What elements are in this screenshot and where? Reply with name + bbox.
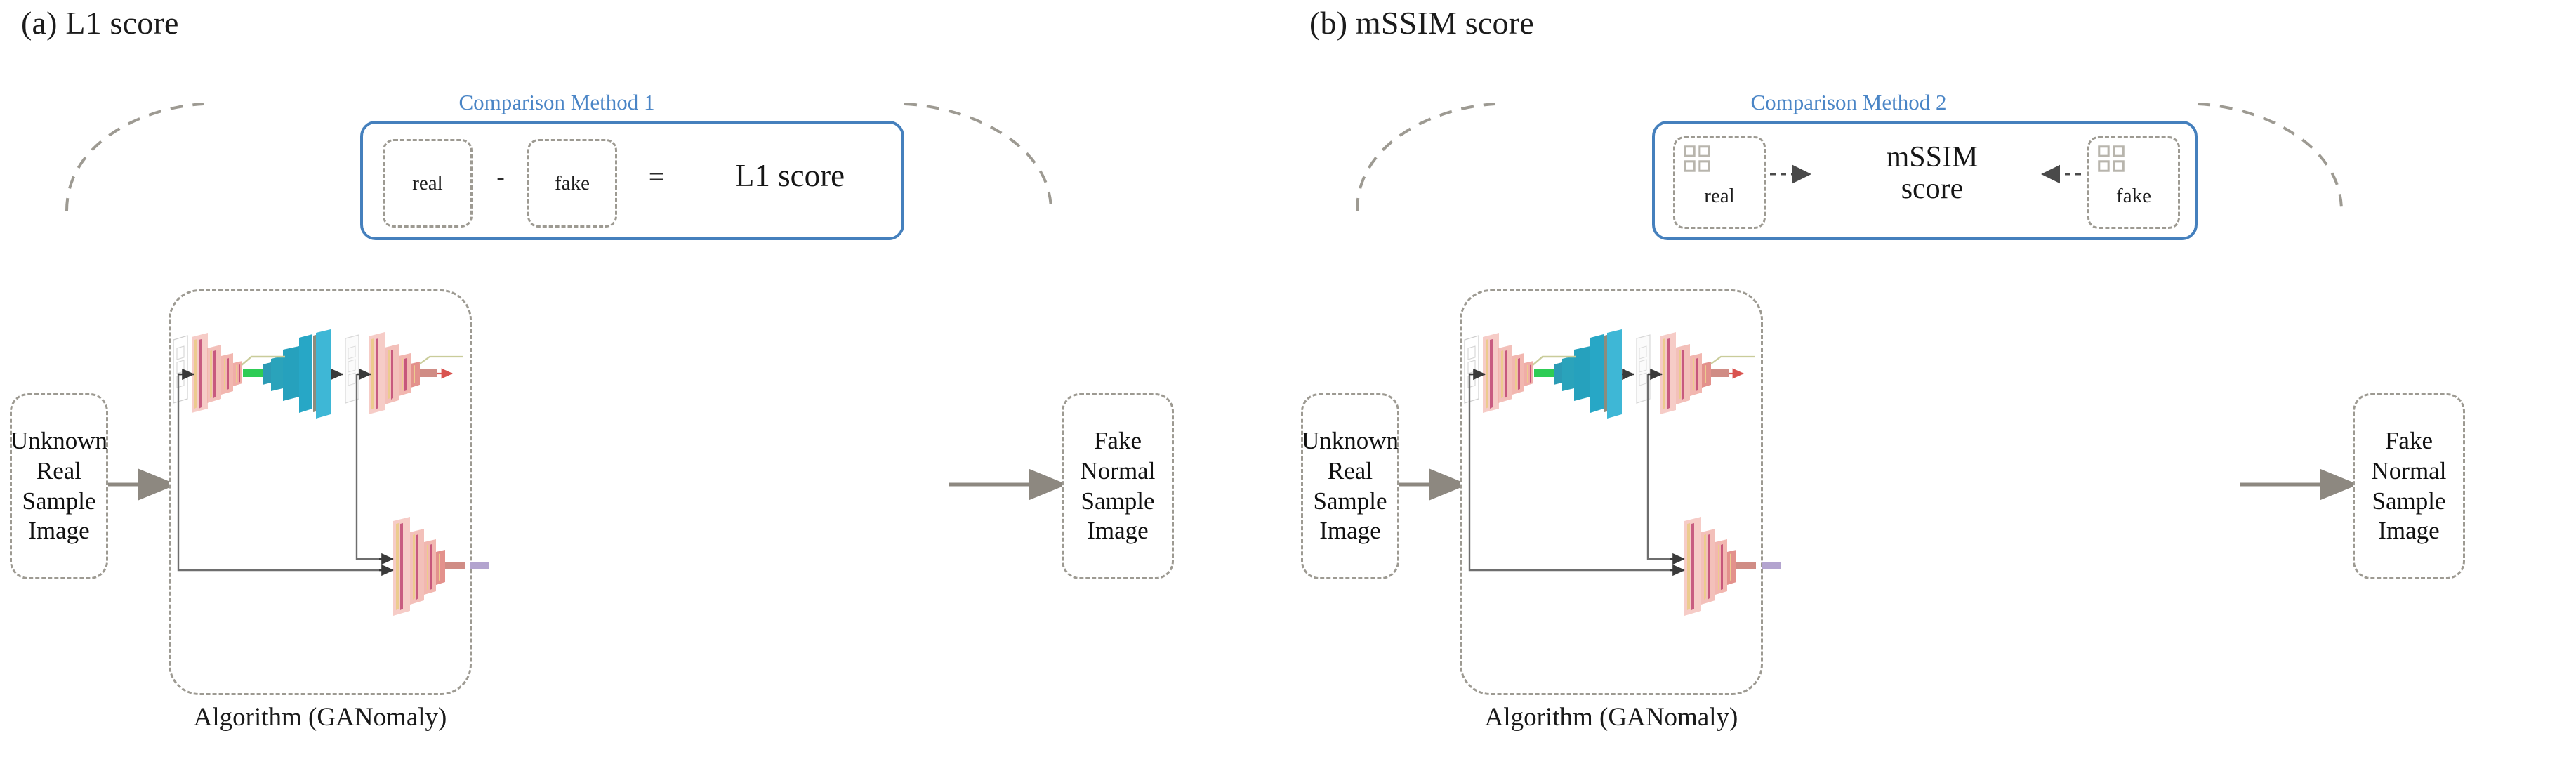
encoder2-block-2 [1676, 344, 1690, 404]
panel-b-ganomaly-network [1464, 329, 1781, 616]
panel-a-algorithm-label: Algorithm (GANomaly) [193, 703, 447, 732]
discriminator-block-1 [1684, 517, 1701, 616]
encoder2-block-3 [399, 353, 411, 396]
panel-b-title: (b) mSSIM score [1309, 5, 1534, 41]
discriminator-score-bar [470, 562, 489, 569]
panel-a-score-result: L1 score [734, 158, 845, 193]
panel-b-comparison-box: real mSSIM score [1652, 121, 2198, 240]
encoder-block-2 [1498, 345, 1512, 403]
panel-a-comparison-caption: Comparison Method 1 [458, 90, 655, 114]
latent-vector-z-hat [420, 369, 437, 377]
encoder2-block-1 [1660, 332, 1676, 414]
decoder-block-2 [271, 356, 283, 391]
decoder-block-1 [1554, 362, 1562, 385]
discriminator-block-3 [424, 539, 436, 595]
discriminator-output [445, 562, 465, 569]
panel-a-title: (a) L1 score [21, 5, 179, 41]
discriminator-block-1 [393, 517, 410, 616]
grid-icon [1684, 145, 1710, 172]
panel-b-input-label: Unknown Real Sample Image [1301, 427, 1399, 545]
fake-image-plane [1636, 334, 1651, 404]
panel-a-comparison-box: real - fake = L1 score [360, 121, 904, 240]
fake-image-plane [345, 334, 359, 404]
panel-a-equals-operator: = [648, 161, 665, 192]
panel-b-arrow-left-icon [2041, 164, 2081, 184]
discriminator-block-2 [410, 529, 424, 605]
panel-b-real-box: real [1673, 136, 1766, 229]
decoder-block-4 [299, 334, 316, 413]
decoder-block-2 [1562, 356, 1574, 391]
panel-a-output-box: Fake Normal Sample Image [1062, 393, 1174, 579]
encoder2-block-1 [369, 332, 385, 414]
panel-b-fake-box: fake [2087, 136, 2180, 229]
encoder-block-4 [233, 361, 242, 386]
panel-a-output-label: Fake Normal Sample Image [1080, 427, 1156, 545]
grid-icon [2098, 145, 2125, 172]
panel-b-fake-label: fake [2116, 185, 2151, 207]
panel-a-fake-label: fake [555, 172, 590, 195]
discriminator-block-2 [1701, 529, 1715, 605]
decoder-block-1 [263, 362, 271, 385]
panel-b: (b) mSSIM score Comparison Method 2 [1288, 0, 2576, 771]
decoder-block-5 [316, 329, 331, 419]
input-image-plane [173, 335, 188, 404]
panel-a-minus-operator: - [496, 164, 505, 190]
panel-a-real-label: real [412, 172, 443, 195]
encoder-block-1 [192, 333, 208, 413]
encoder2-block-4 [411, 362, 420, 388]
discriminator-block-3 [1715, 539, 1727, 595]
encoder-block-4 [1524, 361, 1533, 386]
encoder-block-2 [207, 345, 221, 403]
encoder2-block-2 [385, 344, 399, 404]
panel-a-ganomaly-network [173, 329, 489, 616]
latent-vector-z [243, 369, 263, 377]
encoder-block-3 [221, 353, 233, 395]
panel-a-input-label: Unknown Real Sample Image [10, 427, 108, 545]
encoder-block-1 [1483, 333, 1499, 413]
decoder-block-3 [1574, 346, 1590, 401]
latent-vector-z-hat [1711, 369, 1729, 377]
decoder-block-3 [283, 346, 299, 401]
panel-b-real-label: real [1704, 185, 1735, 207]
encoder2-block-3 [1690, 353, 1702, 396]
panel-a: (a) L1 score Comparison Method 1 real [10, 5, 1174, 732]
discriminator-block-4 [436, 550, 445, 585]
panel-a-real-box: real [383, 139, 473, 228]
panel-b-score-result: mSSIM score [1886, 141, 1979, 206]
discriminator-score-bar [1762, 562, 1781, 569]
encoder-block-3 [1512, 353, 1524, 395]
decoder-block-5 [1607, 329, 1622, 419]
panel-b-output-label: Fake Normal Sample Image [2371, 427, 2447, 545]
encoder2-block-4 [1702, 362, 1711, 388]
panel-a-fake-box: fake [527, 139, 617, 228]
decoder-block-4 [1590, 334, 1607, 413]
panel-b-algorithm-label: Algorithm (GANomaly) [1484, 703, 1738, 732]
panel-a-input-box: Unknown Real Sample Image [10, 393, 108, 579]
panel-b-input-box: Unknown Real Sample Image [1301, 393, 1399, 579]
input-image-plane [1464, 335, 1479, 404]
discriminator-output [1736, 562, 1756, 569]
discriminator-block-4 [1727, 550, 1736, 585]
panel-b-output-box: Fake Normal Sample Image [2353, 393, 2465, 579]
latent-vector-z [1534, 369, 1554, 377]
panel-b-arrow-right-icon [1770, 164, 1811, 184]
panel-b-comparison-caption: Comparison Method 2 [1750, 90, 1947, 114]
